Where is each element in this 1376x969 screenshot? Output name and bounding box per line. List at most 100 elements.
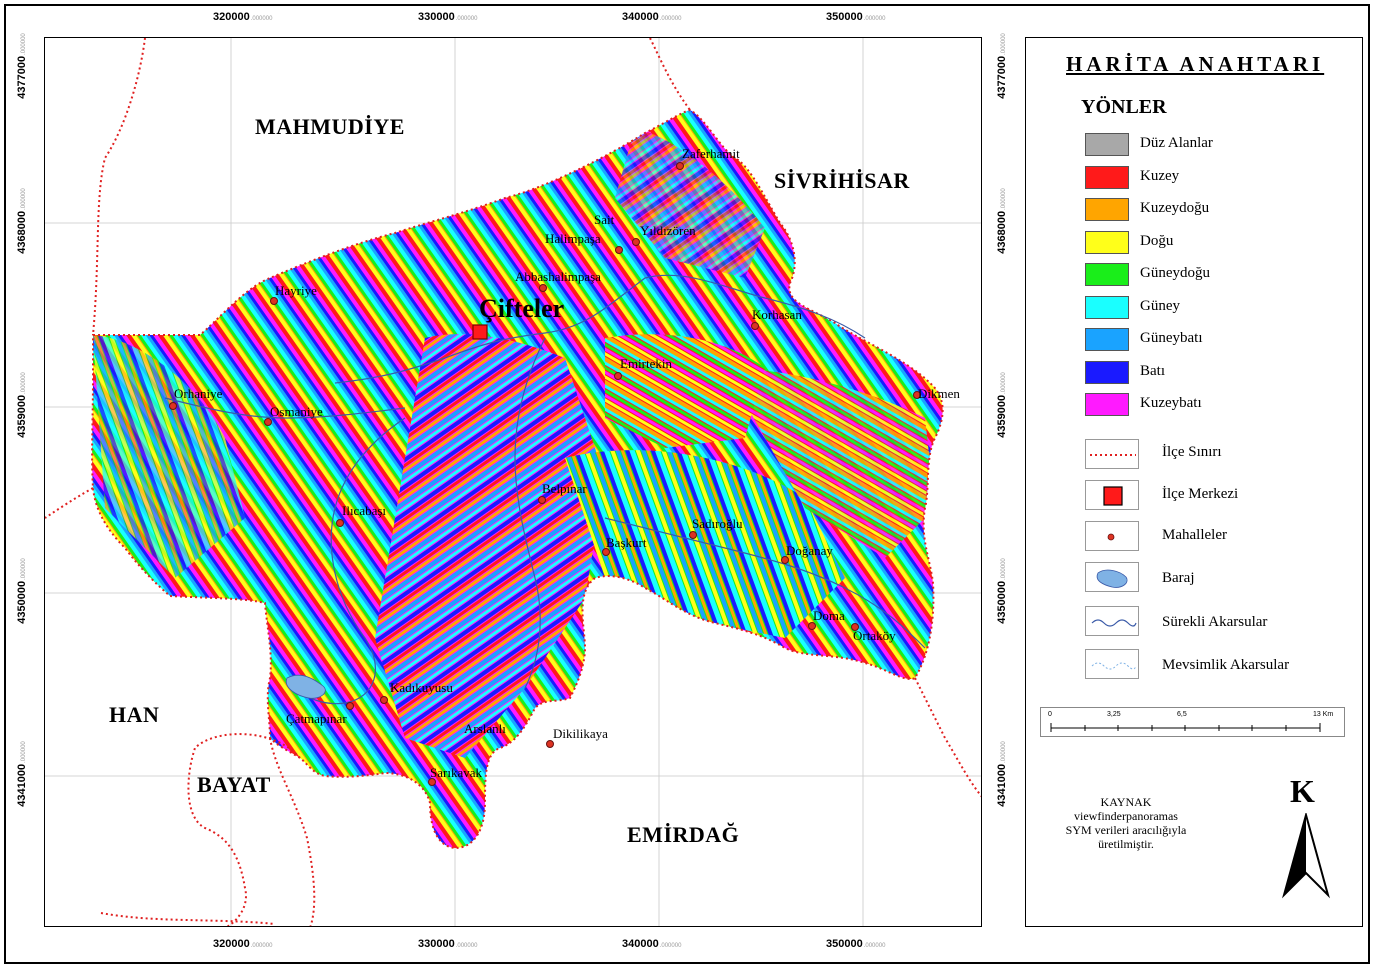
legend-swatch-south — [1085, 296, 1129, 319]
coord-x-bottom-3: 340000.000000 — [622, 938, 682, 950]
red-dot-icon — [1085, 521, 1139, 551]
source-line-3: SYM verileri aracılığıyla — [1065, 823, 1187, 837]
legend-label-seasonal-streams: Mevsimlik Akarsular — [1162, 657, 1290, 673]
coord-y-left-3: 4359000.000000 — [16, 372, 28, 438]
district-boundary — [91, 108, 944, 850]
scale-tick-2: 6,5 — [1177, 711, 1187, 718]
village-label-ilicabasi: Ilıcabaşı — [342, 503, 387, 518]
source-line-1: KAYNAK — [1100, 795, 1152, 809]
village-label-emirtekin: Emirtekin — [620, 356, 672, 371]
legend-label-perennial-streams: Sürekli Akarsular — [1162, 614, 1268, 630]
coord-x-top-3: 340000.000000 — [622, 11, 682, 23]
village-dot — [264, 418, 272, 426]
village-label-doma: Doma — [813, 608, 845, 623]
coord-y-right-3: 4359000.000000 — [996, 372, 1008, 438]
district-center-marker — [472, 324, 488, 340]
legend-label-district-center: İlçe Merkezi — [1162, 486, 1239, 502]
coord-y-left-5: 4341000.000000 — [16, 741, 28, 807]
legend-swatch-west — [1085, 361, 1129, 384]
coord-x-bottom-2: 330000.000000 — [418, 938, 478, 950]
village-label-sait: Sait — [594, 212, 615, 227]
coord-y-left-1: 4377000.000000 — [16, 33, 28, 99]
village-label-zaferhamit: Zaferhamit — [682, 146, 740, 161]
region-label-han: HAN — [109, 702, 160, 727]
legend-label-west: Batı — [1140, 363, 1165, 379]
legend-label-northeast: Kuzeydoğu — [1140, 200, 1210, 216]
village-label-catmapinar: Çatmapınar — [286, 711, 347, 726]
coord-y-right-2: 4368000.000000 — [996, 188, 1008, 254]
coord-x-top-1: 320000.000000 — [213, 11, 273, 23]
village-label-kadikuyusu: Kadıkuyusu — [390, 680, 453, 695]
legend-label-northwest: Kuzeybatı — [1140, 395, 1202, 411]
wavy-line-icon — [1085, 606, 1139, 636]
rivers — [164, 274, 926, 705]
village-label-osmaniye: Osmaniye — [270, 404, 323, 419]
legend-swatch-flat — [1085, 133, 1129, 156]
village-dot — [751, 322, 759, 330]
legend-swatch-northeast — [1085, 198, 1129, 221]
dashed-boundary-icon — [1085, 439, 1139, 469]
legend-label-district-boundary: İlçe Sınırı — [1162, 444, 1222, 460]
village-dot — [808, 622, 816, 630]
village-dot — [614, 372, 622, 380]
scale-bar: 0 3,25 6,5 13 Km — [1040, 707, 1345, 737]
village-dot — [428, 778, 436, 786]
village-label-doganay: Doğanay — [786, 543, 833, 558]
village-label-halimpasa: Halimpaşa — [545, 231, 601, 246]
village-dot — [615, 246, 623, 254]
map-panel[interactable]: MAHMUDİYE SİVRİHİSAR HAN BAYAT EMİRDAĞ Ç… — [44, 37, 982, 927]
legend-swatch-north — [1085, 166, 1129, 189]
region-label-mahmudiye: MAHMUDİYE — [255, 114, 405, 139]
village-label-korhasan: Korhasan — [752, 307, 802, 322]
village-dot — [689, 531, 697, 539]
north-arrow: K — [1276, 773, 1336, 903]
legend-label-south: Güney — [1140, 298, 1180, 314]
reservoir-shape — [285, 674, 326, 699]
source-line-4: üretilmiştir. — [1098, 837, 1154, 851]
village-dot — [676, 162, 684, 170]
legend-swatch-northwest — [1085, 393, 1129, 416]
village-label-sarikavak: Sarıkavak — [430, 765, 482, 780]
village-label-baskurt: Başkurt — [606, 535, 647, 550]
source-note: KAYNAK viewfinderpanoramas SYM verileri … — [1046, 795, 1206, 851]
village-dot — [913, 391, 921, 399]
north-arrow-icon — [1282, 813, 1330, 899]
scale-tick-1: 3,25 — [1107, 711, 1121, 718]
legend-label-reservoir: Baraj — [1162, 570, 1195, 586]
source-line-2: viewfinderpanoramas — [1074, 809, 1178, 823]
reservoir-icon — [1085, 562, 1139, 592]
coord-y-left-4: 4350000.000000 — [16, 558, 28, 624]
scale-bar-graphic — [1050, 723, 1321, 732]
coord-y-right-1: 4377000.000000 — [996, 33, 1008, 99]
coord-y-right-4: 4350000.000000 — [996, 558, 1008, 624]
coord-y-right-5: 4341000.000000 — [996, 741, 1008, 807]
village-label-sadiroglu: Sadıroğlu — [692, 516, 743, 531]
village-label-orhaniye: Orhaniye — [174, 386, 223, 401]
scale-tick-0: 0 — [1048, 711, 1052, 718]
aspect-map-svg — [45, 38, 981, 926]
coord-y-left-2: 4368000.000000 — [16, 188, 28, 254]
legend-label-north: Kuzey — [1140, 168, 1180, 184]
coord-x-bottom-1: 320000.000000 — [213, 938, 273, 950]
village-dot — [538, 496, 546, 504]
village-label-dikilikaya: Dikilikaya — [553, 726, 608, 741]
village-dot — [336, 519, 344, 527]
legend-swatch-southeast — [1085, 263, 1129, 286]
legend-label-southwest: Güneybatı — [1140, 330, 1203, 346]
legend-swatch-east — [1085, 231, 1129, 254]
legend-title: HARİTA ANAHTARI — [1066, 52, 1325, 76]
village-label-dikmen: Dikmen — [918, 386, 960, 401]
legend-label-southeast: Güneydoğu — [1140, 265, 1210, 281]
village-dot — [380, 696, 388, 704]
village-dot — [602, 548, 610, 556]
legend-label-villages: Mahalleler — [1162, 527, 1227, 543]
red-square-icon — [1085, 480, 1139, 510]
village-label-ortakoy: Ortaköy — [853, 628, 896, 643]
village-dot — [270, 297, 278, 305]
coord-x-top-2: 330000.000000 — [418, 11, 478, 23]
coord-x-bottom-4: 350000.000000 — [826, 938, 886, 950]
village-dot — [169, 402, 177, 410]
village-label-yildizoren: Yıldızören — [640, 223, 696, 238]
village-dot — [346, 702, 354, 710]
village-dot — [539, 284, 547, 292]
